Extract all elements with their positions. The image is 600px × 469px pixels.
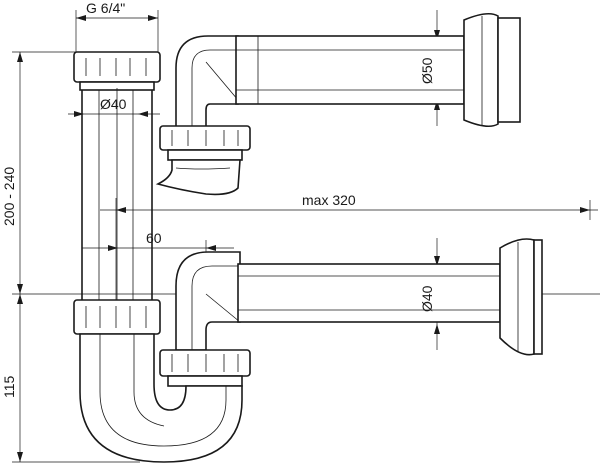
inlet-pipe (73, 51, 161, 310)
upper-outlet-diameter-label: Ø50 (419, 57, 435, 84)
inlet-diameter-label: Ø40 (100, 96, 127, 112)
inlet-lower-nut (73, 299, 161, 335)
upper-nut (159, 125, 251, 151)
max-reach-label: max 320 (302, 192, 356, 208)
trap-depth-label: 115 (1, 375, 17, 398)
top-nut (73, 51, 161, 83)
lower-outlet-diameter-label: Ø40 (419, 285, 435, 312)
upper-outlet-assembly (155, 12, 521, 196)
lower-nut (159, 349, 251, 377)
dimension-lines (12, 10, 600, 463)
lower-outlet-assembly (159, 238, 543, 387)
thread-size-label: G 6/4" (86, 0, 125, 16)
dimension-labels: G 6/4" Ø40 max 320 60 200 - 240 115 Ø50 … (1, 0, 435, 398)
height-range-label: 200 - 240 (1, 167, 17, 226)
offset-label: 60 (146, 230, 162, 246)
u-bend (73, 299, 243, 463)
